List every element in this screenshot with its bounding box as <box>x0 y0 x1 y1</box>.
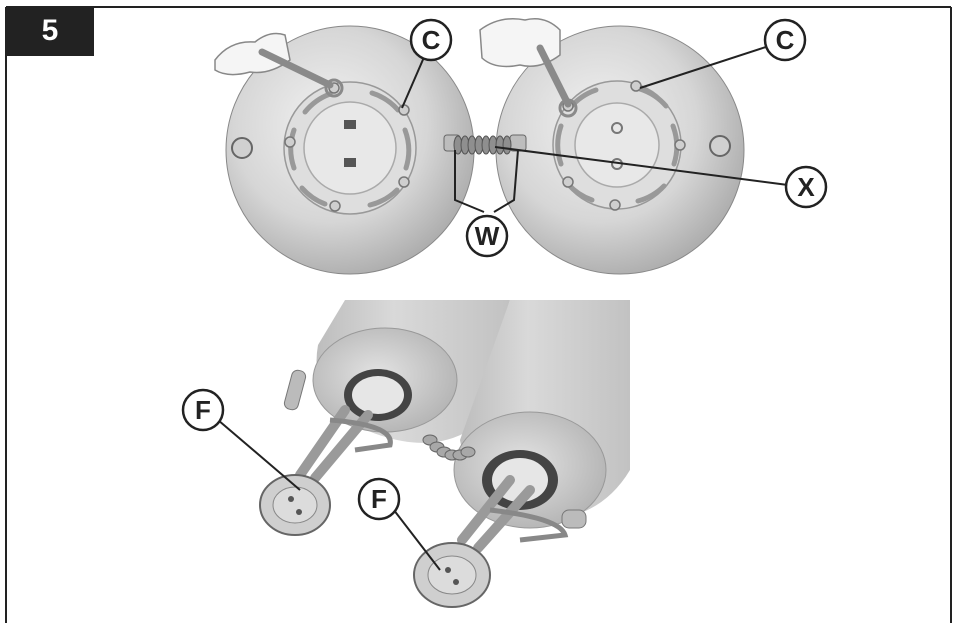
step-number-badge: 5 <box>6 6 94 56</box>
callout-c-left: C <box>409 18 453 62</box>
svg-text:F: F <box>371 484 387 514</box>
callout-x: X <box>784 165 828 209</box>
top-left-tank <box>214 25 475 275</box>
svg-text:F: F <box>195 395 211 425</box>
heating-element-right <box>413 475 569 608</box>
connecting-coil <box>443 134 527 155</box>
heating-element-left <box>259 405 393 536</box>
svg-text:C: C <box>422 25 441 55</box>
callout-f-right: F <box>357 477 401 521</box>
svg-text:X: X <box>797 172 815 202</box>
callout-w: W <box>465 214 509 258</box>
callout-f-left: F <box>181 388 225 432</box>
callout-c-right: C <box>763 18 807 62</box>
bottom-coil <box>422 434 476 461</box>
svg-text:W: W <box>475 221 500 251</box>
bottom-left-cylinder <box>283 300 510 443</box>
svg-text:C: C <box>776 25 795 55</box>
leader-lines-bottom <box>217 419 441 571</box>
